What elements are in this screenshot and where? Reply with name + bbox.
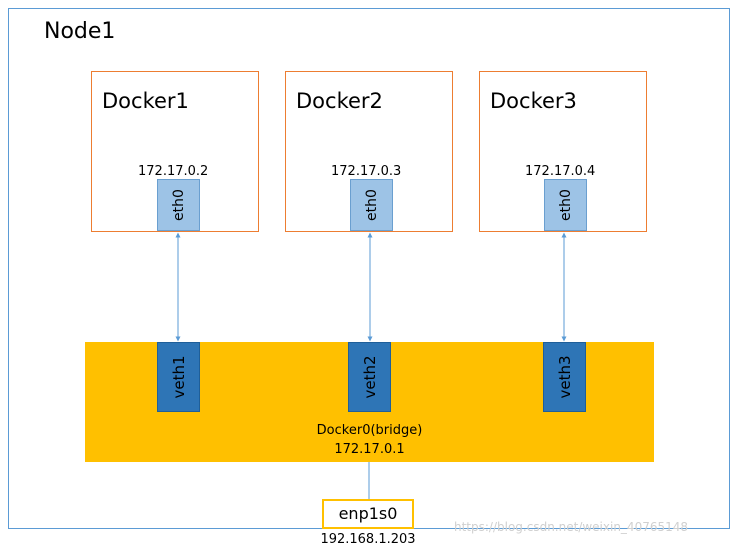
container-ip: 172.17.0.4	[525, 164, 596, 179]
container-name: Docker2	[296, 89, 383, 113]
eth0-interface: eth0	[350, 179, 393, 231]
docker0-bridge: veth1 veth2 veth3 Docker0(bridge) 172.17…	[85, 342, 654, 462]
container-ip: 172.17.0.2	[138, 164, 209, 179]
container-docker3: Docker3 172.17.0.4 eth0	[479, 71, 647, 232]
container-name: Docker1	[102, 89, 189, 113]
veth1-interface: veth1	[157, 342, 200, 412]
bridge-name: Docker0(bridge)	[316, 423, 423, 438]
container-docker1: Docker1 172.17.0.2 eth0	[91, 71, 259, 232]
host-nic-enp1s0: enp1s0	[322, 499, 414, 529]
container-ip: 172.17.0.3	[331, 164, 402, 179]
bridge-ip: 172.17.0.1	[334, 442, 405, 457]
eth0-interface: eth0	[544, 179, 587, 231]
veth3-interface: veth3	[543, 342, 586, 412]
eth0-interface: eth0	[157, 179, 200, 231]
host-nic-ip: 192.168.1.203	[320, 532, 416, 547]
container-docker2: Docker2 172.17.0.3 eth0	[285, 71, 453, 232]
node-title: Node1	[44, 19, 116, 44]
veth2-interface: veth2	[348, 342, 391, 412]
container-name: Docker3	[490, 89, 577, 113]
watermark: https://blog.csdn.net/weixin_40765148	[454, 520, 689, 534]
